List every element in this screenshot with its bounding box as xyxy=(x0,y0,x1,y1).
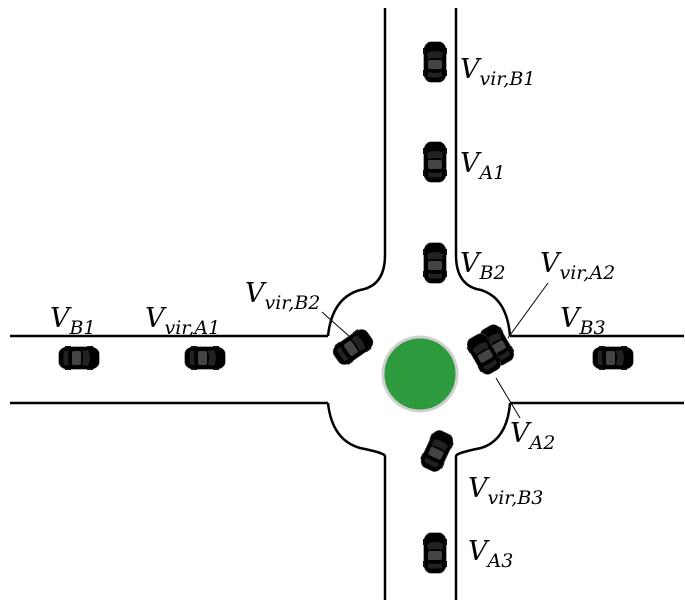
vehicle-label-a3: VA3 xyxy=(468,536,513,572)
roundabout-arc-sw xyxy=(326,402,387,457)
vehicle-label-vir-a1: Vvir,A1 xyxy=(145,303,220,339)
car-top-view-icon xyxy=(417,427,457,475)
roundabout-arc-ne xyxy=(454,254,512,337)
leader-line-vir-a2 xyxy=(507,282,549,339)
vehicle-label-vir-b1: Vvir,B1 xyxy=(460,54,535,90)
roundabout-arc-nw xyxy=(326,254,387,337)
vehicle-label-b2: VB2 xyxy=(460,248,506,284)
car-top-view-icon xyxy=(423,41,447,83)
car-top-view-icon xyxy=(184,346,226,370)
car-top-view-icon xyxy=(463,330,505,378)
vehicle-label-vir-b2: Vvir,B2 xyxy=(245,278,320,314)
car-top-view-icon xyxy=(423,141,447,183)
vehicle-label-a2: VA2 xyxy=(510,418,555,454)
car-top-view-icon xyxy=(423,242,447,284)
car-top-view-icon xyxy=(329,325,377,369)
car-top-view-icon xyxy=(58,346,100,370)
car-top-view-icon xyxy=(592,346,634,370)
vehicle-label-b1: VB1 xyxy=(50,303,96,339)
central-island xyxy=(381,335,459,413)
vehicle-label-vir-b3: Vvir,B3 xyxy=(468,473,543,509)
car-top-view-icon xyxy=(423,532,447,574)
road-edges xyxy=(10,8,684,600)
leader-line-vir-b2 xyxy=(321,311,351,338)
leader-lines xyxy=(321,282,549,419)
vehicle-label-vir-a2: Vvir,A2 xyxy=(540,248,615,284)
vehicle-label-a1: VA1 xyxy=(460,148,505,184)
roundabout-arc-se xyxy=(454,402,512,457)
leader-line-a2 xyxy=(495,377,521,419)
vehicle-label-b3: VB3 xyxy=(560,303,606,339)
vehicles-layer xyxy=(58,41,634,574)
